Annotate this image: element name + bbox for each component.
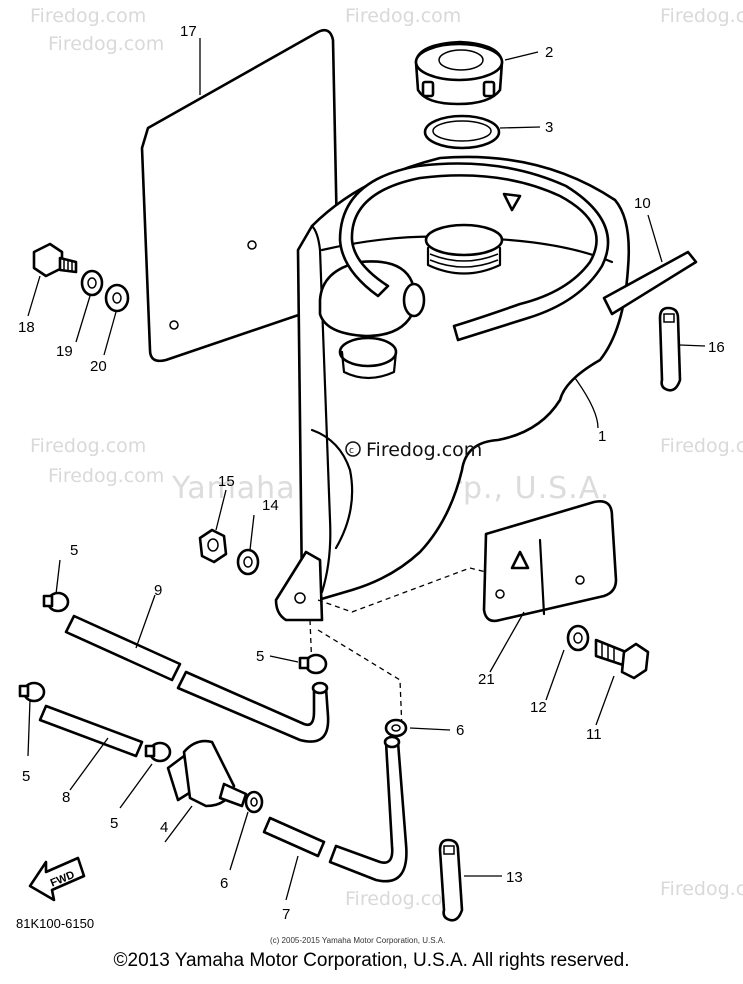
- watermark-mid-right: Firedog.com: [660, 435, 743, 457]
- callout-16: 16: [708, 339, 725, 356]
- oil-hose-short: [38, 704, 144, 758]
- callout-2: 2: [545, 44, 553, 61]
- bracket-plate: [482, 500, 618, 623]
- watermark-mid-left: Firedog.com: [30, 435, 146, 457]
- assembly-line: [309, 567, 487, 731]
- watermark-top-left-2: Firedog.com: [48, 33, 164, 55]
- callout-7: 7: [282, 906, 290, 923]
- hose-clamp-middle: [298, 653, 328, 675]
- washer-19: [80, 269, 104, 297]
- callout-3: 3: [545, 119, 553, 136]
- watermark-bottom-center: Firedog.com: [345, 888, 461, 910]
- leader-lines: [27, 38, 706, 901]
- copyright-footer: ©2013 Yamaha Motor Corporation, U.S.A. A…: [113, 950, 630, 971]
- hose-clip-lower: [244, 790, 264, 814]
- callout-14: 14: [262, 497, 279, 514]
- callout-8: 8: [62, 789, 70, 806]
- callout-10: 10: [634, 195, 651, 212]
- panel-hole-lower: [169, 320, 179, 330]
- oil-tank: [296, 155, 631, 602]
- callout-20: 20: [90, 358, 107, 375]
- callout-12: 12: [530, 699, 547, 716]
- breather-hose: [602, 250, 698, 316]
- svg-text:c: c: [349, 446, 354, 456]
- hose-clamp-upper-left: [42, 591, 70, 613]
- fine-print: (c) 2005-2015 Yamaha Motor Corporation, …: [270, 936, 445, 945]
- bolt-upper: [32, 242, 78, 278]
- callout-5a: 5: [70, 542, 78, 559]
- callout-labels: 1 2 3 4 5 5 5 5 6 6 7 8 9 10 11 12 13 14…: [18, 23, 725, 923]
- bolt-lower: [594, 638, 650, 680]
- nut-15: [198, 528, 228, 564]
- hose-clamp-filter: [144, 741, 172, 763]
- hose-tie-lower: [438, 838, 464, 922]
- watermark-mid-left-2: Firedog.com: [48, 465, 164, 487]
- oil-strainer: [166, 739, 248, 808]
- cap-gasket: [423, 114, 501, 150]
- callout-6a: 6: [456, 722, 464, 739]
- washer-12: [566, 624, 590, 652]
- tank-mount-tab: [274, 550, 324, 622]
- callout-5c: 5: [22, 768, 30, 785]
- callout-18: 18: [18, 319, 35, 336]
- watermark-bottom-right: Firedog.com: [660, 878, 743, 900]
- drawing-number: 81K100-6150: [16, 916, 94, 931]
- callout-21: 21: [478, 671, 495, 688]
- callout-9: 9: [154, 582, 162, 599]
- forward-arrow-icon: FWD: [28, 856, 86, 902]
- callout-1: 1: [598, 428, 606, 445]
- callout-15: 15: [218, 473, 235, 490]
- callout-17: 17: [180, 23, 197, 40]
- hose-clip-upper: [384, 718, 408, 738]
- grommet-20: [104, 283, 130, 313]
- callout-5d: 5: [110, 815, 118, 832]
- mount-hole: [294, 592, 306, 604]
- hose-tie-upper: [658, 306, 682, 392]
- center-watermark-text: Firedog.com: [366, 439, 482, 461]
- callout-13: 13: [506, 869, 523, 886]
- hose-clamp-lower-left: [18, 681, 46, 703]
- washer-14: [236, 548, 260, 576]
- watermark-top-left: Firedog.com: [30, 5, 146, 27]
- panel-hole-upper: [247, 240, 257, 250]
- oil-return-hose: [262, 735, 408, 883]
- callout-4: 4: [160, 819, 168, 836]
- callout-5b: 5: [256, 648, 264, 665]
- callout-19: 19: [56, 343, 73, 360]
- tank-cap: [414, 40, 504, 106]
- callout-11: 11: [586, 726, 602, 743]
- callout-6b: 6: [220, 875, 228, 892]
- watermark-top-center: Firedog.com: [345, 5, 461, 27]
- center-watermark: c Firedog.com: [345, 439, 482, 461]
- oil-hose-long: [64, 614, 330, 743]
- watermark-top-right: Firedog.com: [660, 5, 743, 27]
